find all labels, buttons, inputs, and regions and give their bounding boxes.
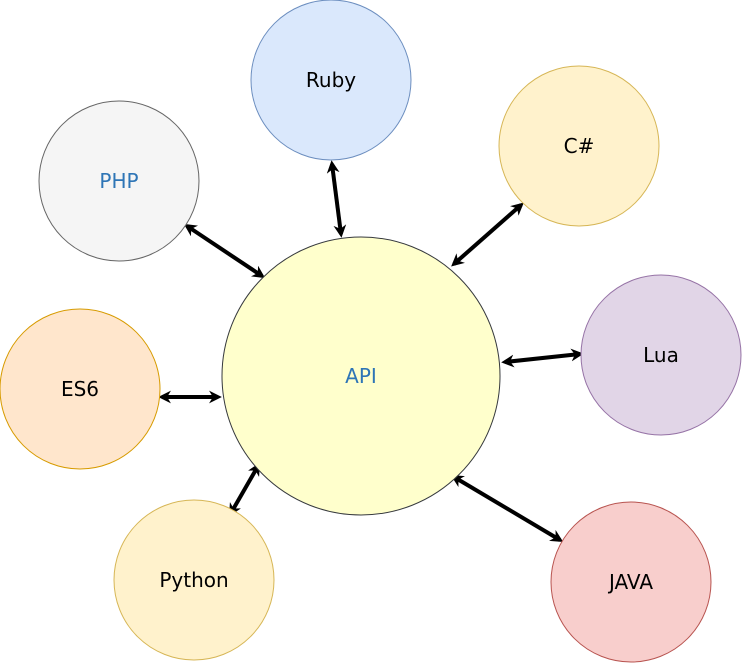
node-lua[interactable]: Lua <box>580 274 742 436</box>
node-es6-circle <box>0 308 161 470</box>
node-es6[interactable]: ES6 <box>0 308 161 470</box>
connections <box>158 160 584 542</box>
node-csharp-circle <box>498 65 660 227</box>
node-es6-label: ES6 <box>61 377 99 401</box>
node-php-circle <box>38 100 200 262</box>
connector-python-api <box>229 462 260 517</box>
connector-ruby-api <box>326 160 347 238</box>
node-csharp[interactable]: C# <box>498 65 660 227</box>
node-python-circle <box>113 499 275 661</box>
node-ruby-label: Ruby <box>306 68 356 92</box>
node-ruby[interactable]: Ruby <box>250 0 412 161</box>
node-lua-circle <box>580 274 742 436</box>
connector-php-api <box>183 223 266 279</box>
node-php[interactable]: PHP <box>38 100 200 262</box>
node-api-circle <box>221 236 501 516</box>
connector-csharp-api <box>451 202 524 267</box>
node-api-label: API <box>345 364 377 388</box>
node-java-circle <box>550 501 712 663</box>
node-java-label: JAVA <box>607 570 653 594</box>
node-python-label: Python <box>159 568 228 592</box>
node-api[interactable]: API <box>221 236 501 516</box>
connector-java-api <box>450 475 564 542</box>
node-ruby-circle <box>250 0 412 161</box>
node-php-label: PHP <box>99 169 138 193</box>
node-lua-label: Lua <box>643 343 679 367</box>
node-python[interactable]: Python <box>113 499 275 661</box>
node-csharp-label: C# <box>564 134 595 158</box>
node-java[interactable]: JAVA <box>550 501 712 663</box>
connector-lua-api <box>501 348 584 368</box>
